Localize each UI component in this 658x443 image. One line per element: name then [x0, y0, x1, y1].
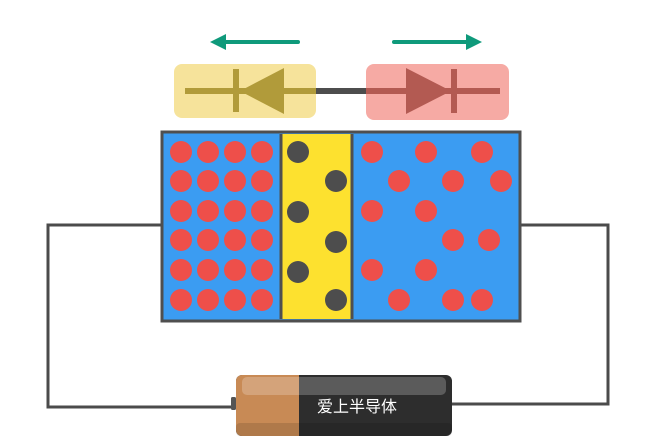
- diode-right-icon: [366, 68, 500, 114]
- diode-left-icon: [185, 68, 316, 114]
- depletion-region-carriers: [287, 141, 347, 311]
- right-arrow: [392, 34, 482, 50]
- left-arrow: [210, 34, 300, 50]
- circuit-wire: [46, 223, 610, 409]
- battery-label: 爱上半导体: [317, 397, 397, 416]
- left-region-carriers: [170, 141, 273, 311]
- battery: 爱上半导体: [231, 375, 452, 436]
- pn-junction-block: [160, 130, 522, 323]
- right-region-carriers: [361, 141, 512, 311]
